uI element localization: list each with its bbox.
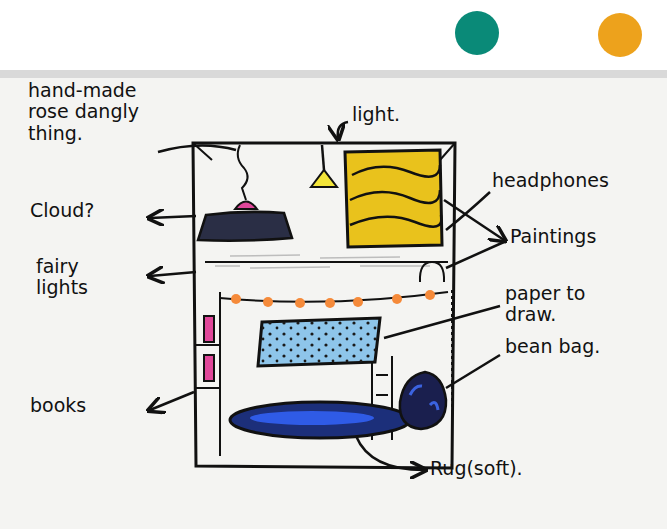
bookshelf bbox=[196, 292, 220, 456]
drawing-paper bbox=[258, 318, 380, 366]
orange-dot bbox=[598, 13, 642, 57]
wall-line bbox=[205, 255, 448, 268]
callout-label: light. bbox=[352, 104, 432, 125]
bean-bag bbox=[400, 372, 446, 429]
teal-dot bbox=[455, 11, 499, 55]
callout-label: Cloud? bbox=[30, 200, 140, 221]
paper bbox=[0, 70, 667, 529]
rose-string bbox=[238, 145, 248, 200]
paper-dots bbox=[258, 318, 380, 366]
fairy-lights bbox=[220, 290, 448, 308]
callout-label: books bbox=[30, 395, 140, 416]
paper-edge bbox=[0, 70, 667, 78]
painting-stripes bbox=[350, 165, 441, 227]
callout-label: hand-made rose dangly thing. bbox=[28, 80, 153, 144]
light-lamp bbox=[311, 170, 337, 187]
rug-highlight bbox=[250, 411, 374, 425]
painting bbox=[345, 150, 442, 247]
headphones bbox=[420, 262, 444, 282]
room-frame bbox=[193, 143, 455, 468]
callout-label: Rug(soft). bbox=[430, 458, 590, 479]
callout-label: Paintings bbox=[510, 226, 650, 247]
cloud-shape bbox=[198, 212, 292, 241]
callout-label: paper to draw. bbox=[505, 283, 615, 326]
bean-bag-highlight bbox=[410, 386, 438, 410]
rug bbox=[230, 402, 410, 438]
wall-edge bbox=[451, 290, 453, 440]
leader-lines bbox=[150, 122, 504, 470]
callout-label: headphones bbox=[492, 170, 642, 191]
callout-label: fairy lights bbox=[36, 256, 106, 299]
light-cord bbox=[322, 145, 324, 170]
top-strip bbox=[0, 0, 667, 70]
callout-label: bean bag. bbox=[505, 336, 645, 357]
rose-shade bbox=[235, 202, 257, 210]
